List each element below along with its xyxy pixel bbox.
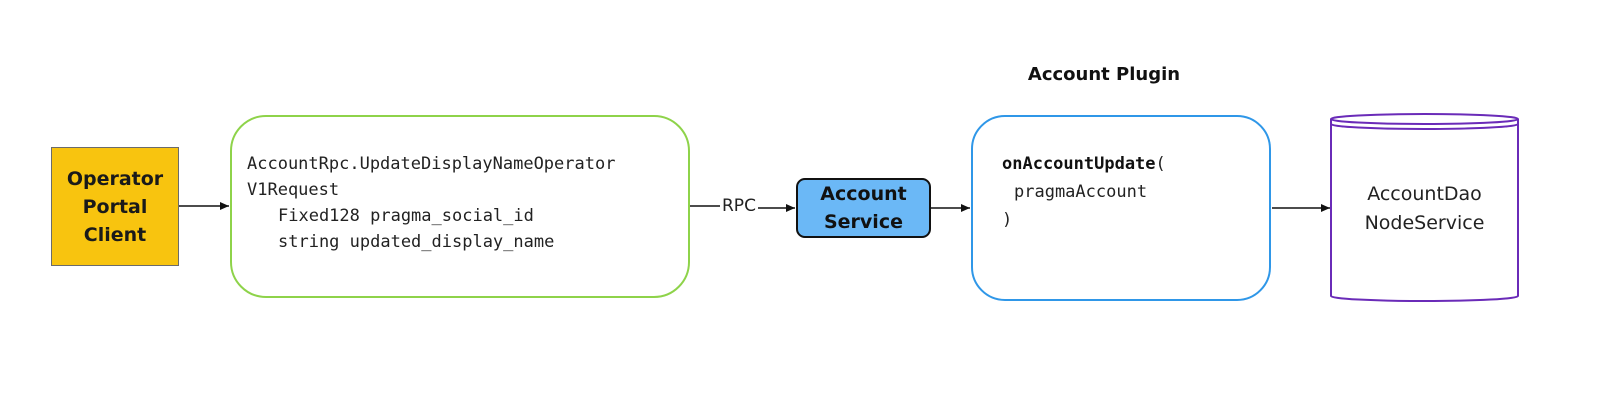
account-service-node: Account Service bbox=[796, 178, 931, 238]
account-dao-label-line: NodeService bbox=[1364, 212, 1485, 234]
account-plugin-title: Account Plugin bbox=[1027, 64, 1181, 85]
account-service-label-line: Account bbox=[820, 183, 907, 205]
account-dao-label-line: AccountDao bbox=[1367, 183, 1482, 205]
plugin-function-name: onAccountUpdate bbox=[1002, 154, 1156, 174]
plugin-open-paren: ( bbox=[1155, 154, 1166, 174]
rpc-edge-label: RPC bbox=[720, 195, 758, 217]
plugin-signature-line: onAccountUpdate( bbox=[1002, 150, 1269, 178]
operator-label-line: Portal bbox=[82, 195, 148, 218]
request-message-line: AccountRpc.UpdateDisplayNameOperator bbox=[247, 154, 616, 174]
account-dao-node-label: AccountDao NodeService bbox=[1331, 180, 1518, 238]
request-field: Fixed128 pragma_social_id bbox=[278, 206, 534, 226]
account-plugin-node: onAccountUpdate( pragmaAccount ) bbox=[971, 115, 1271, 301]
plugin-close-paren: ) bbox=[1002, 210, 1013, 230]
request-message-line: V1Request bbox=[247, 180, 340, 200]
account-service-label-line: Service bbox=[823, 211, 903, 233]
plugin-param: pragmaAccount bbox=[1014, 182, 1148, 202]
account-service-label: Account Service bbox=[820, 180, 906, 236]
operator-portal-client-node: Operator Portal Client bbox=[51, 147, 179, 266]
operator-portal-client-label: Operator Portal Client bbox=[60, 165, 170, 249]
database-cylinder-icon bbox=[1330, 113, 1519, 303]
operator-label-line: Operator bbox=[66, 167, 164, 190]
request-field: string updated_display_name bbox=[278, 232, 555, 252]
operator-label-line: Client bbox=[83, 223, 147, 246]
